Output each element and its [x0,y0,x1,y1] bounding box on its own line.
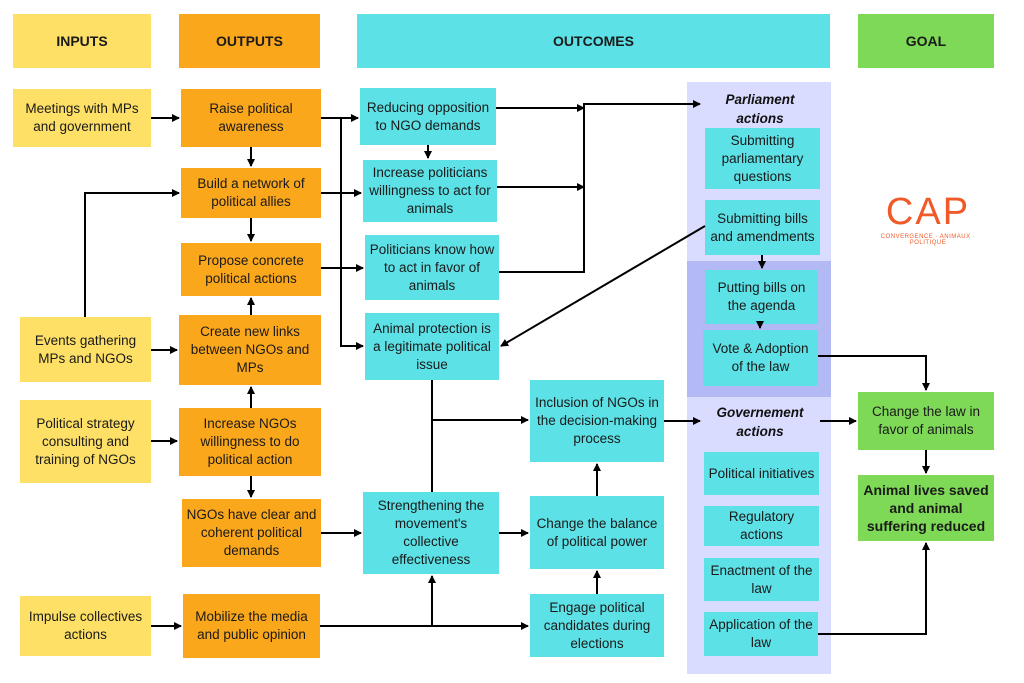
outcome-reducing-opposition: Reducing opposition to NGO demands [360,88,496,145]
input-meetings: Meetings with MPs and government [13,89,151,147]
outcome-politicians-know: Politicians know how to act in favor of … [365,235,499,300]
cap-logo: CAP CONVERGENCE · ANIMAUX · POLITIQUE [868,192,988,246]
header-goal: GOAL [858,14,994,68]
parliament-agenda: Putting bills on the agenda [705,270,818,324]
output-new-links: Create new links between NGOs and MPs [179,315,321,385]
output-network-allies: Build a network of political allies [181,168,321,218]
arrow-events-network [84,189,180,317]
government-regulatory: Regulatory actions [704,506,819,546]
government-title: Governement actions [716,405,804,439]
outcome-engage-candidates: Engage political candidates during elect… [530,594,664,657]
header-outputs: OUTPUTS [179,14,320,68]
output-mobilize-media: Mobilize the media and public opinion [183,594,320,658]
logo-name: CAP [885,191,971,233]
outcome-collective-effectiveness: Strengthening the movement's collective … [363,492,499,574]
arrow-know-merge [499,100,701,273]
outcome-balance-power: Change the balance of political power [530,496,664,569]
header-outcomes: OUTCOMES [357,14,830,68]
government-initiatives: Political initiatives [704,452,819,495]
input-collectives: Impulse collectives actions [20,596,151,656]
government-enactment: Enactment of the law [704,558,819,601]
output-raise-awareness: Raise political awareness [181,89,321,147]
output-clear-demands: NGOs have clear and coherent political d… [182,499,321,567]
parliament-title: Parliament actions [725,92,795,126]
goal-lives-saved: Animal lives saved and animal suffering … [858,475,994,541]
government-application: Application of the law [704,612,818,656]
parliament-vote: Vote & Adoption of the law [703,330,818,386]
logo-tagline: CONVERGENCE · ANIMAUX · POLITIQUE [880,234,976,246]
header-inputs: INPUTS [13,14,151,68]
arrow-bus-vertical [340,118,364,350]
outcome-legitimate-issue: Animal protection is a legitimate politi… [365,313,499,380]
input-events: Events gathering MPs and NGOs [20,317,151,382]
goal-change-law: Change the law in favor of animals [858,392,994,450]
outcome-inclusion-ngos: Inclusion of NGOs in the decision-making… [530,380,664,462]
parliament-questions: Submitting parliamentary questions [705,128,820,189]
arrow-vote-changelaw [818,355,930,391]
arrow-application-lives [818,542,930,635]
input-strategy: Political strategy consulting and traini… [20,400,151,483]
parliament-bills: Submitting bills and amendments [705,200,820,255]
output-concrete-actions: Propose concrete political actions [181,243,321,296]
outcome-politicians-willingness: Increase politicians willingness to act … [363,160,497,222]
arrow-bills-legitimate [500,225,706,347]
output-ngo-willingness: Increase NGOs willingness to do politica… [179,408,321,476]
